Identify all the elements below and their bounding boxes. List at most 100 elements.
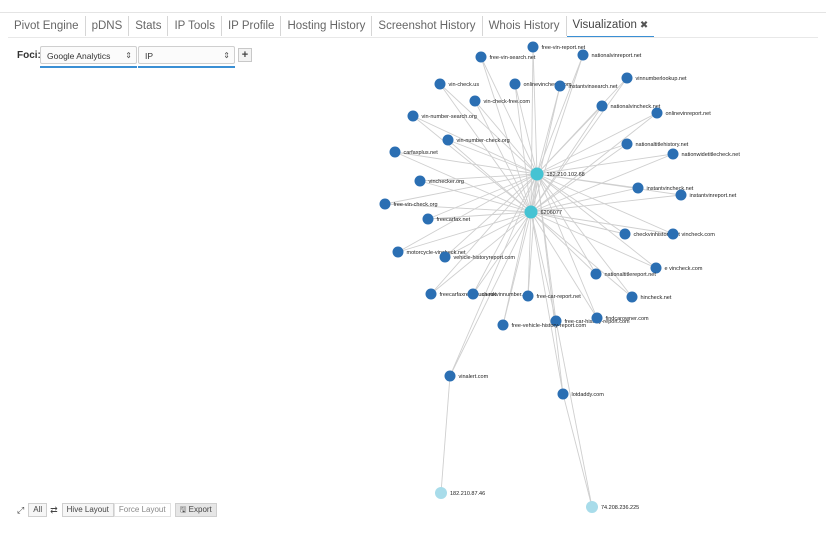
domain-node-label: findcarowner.com xyxy=(606,316,650,322)
tab-stats[interactable]: Stats xyxy=(129,16,169,36)
graph-edge xyxy=(530,211,598,319)
domain-node[interactable] xyxy=(621,72,633,84)
all-button[interactable]: All xyxy=(28,503,48,517)
hub-node[interactable] xyxy=(524,205,538,219)
domain-node[interactable] xyxy=(527,41,539,53)
domain-node[interactable] xyxy=(475,51,487,63)
domain-node[interactable] xyxy=(632,182,644,194)
export-label: Export xyxy=(188,505,212,514)
domain-node-label: lotdaddy.com xyxy=(572,392,605,398)
graph-edge xyxy=(530,112,658,213)
graph-edge xyxy=(427,173,538,220)
foci-value-value: IP xyxy=(145,51,154,61)
tab-ip-tools[interactable]: IP Tools xyxy=(168,16,222,36)
graph-edge xyxy=(480,56,538,175)
tab-pdns[interactable]: pDNS xyxy=(86,16,130,36)
domain-node[interactable] xyxy=(667,148,679,160)
ip-node[interactable] xyxy=(586,501,598,513)
domain-node[interactable] xyxy=(407,110,419,122)
force-layout-button[interactable]: Force Layout xyxy=(113,503,171,517)
domain-node[interactable] xyxy=(414,175,426,187)
domain-node[interactable] xyxy=(596,100,608,112)
graph-edge xyxy=(536,173,682,196)
graph-edge xyxy=(439,83,532,213)
graph-edge xyxy=(530,77,628,213)
domain-node-label: vin-number-search.org xyxy=(422,114,477,120)
domain-node[interactable] xyxy=(442,134,454,146)
graph-edge xyxy=(530,211,564,395)
domain-node[interactable] xyxy=(590,268,602,280)
tab-whois-history[interactable]: Whois History xyxy=(483,16,567,36)
domain-node[interactable] xyxy=(467,288,479,300)
domain-node[interactable] xyxy=(497,319,509,331)
domain-node-label: instantvincheck.net xyxy=(647,186,694,192)
domain-node[interactable] xyxy=(626,291,638,303)
graph-edge xyxy=(530,194,682,213)
domain-node[interactable] xyxy=(392,246,404,258)
graph-edge xyxy=(439,83,538,175)
domain-node[interactable] xyxy=(577,49,589,61)
domain-node[interactable] xyxy=(389,146,401,158)
graph-toolbar: ⤢ All ⇄ Hive Layout Force Layout 🖫 Expor… xyxy=(17,503,220,517)
domain-node-label: checkvinhistory.net xyxy=(634,232,681,238)
domain-node[interactable] xyxy=(621,138,633,150)
foci-type-select[interactable]: Google Analytics ⇕ xyxy=(40,46,137,64)
ip-node[interactable] xyxy=(435,487,447,499)
graph-edge xyxy=(530,211,626,235)
domain-node[interactable] xyxy=(434,78,446,90)
graph-edge xyxy=(474,100,532,213)
domain-node[interactable] xyxy=(619,228,631,240)
close-icon[interactable]: ✖ xyxy=(639,19,649,31)
tab-screenshot-history[interactable]: Screenshot History xyxy=(372,16,483,36)
domain-node[interactable] xyxy=(554,80,566,92)
swap-icon[interactable]: ⇄ xyxy=(50,504,58,515)
graph-edge xyxy=(555,320,593,508)
foci-value-select[interactable]: IP ⇕ xyxy=(138,46,235,64)
graph-edge xyxy=(527,211,532,297)
domain-node[interactable] xyxy=(591,312,603,324)
domain-node-label: vin-check-free.com xyxy=(484,99,531,105)
domain-node[interactable] xyxy=(469,95,481,107)
foci-type-underline xyxy=(40,66,137,68)
domain-node[interactable] xyxy=(651,107,663,119)
domain-node-label: nationalvinreport.net xyxy=(592,53,642,59)
domain-node[interactable] xyxy=(379,198,391,210)
domain-node-label: free-car-report.net xyxy=(537,294,582,300)
graph-edge xyxy=(397,173,538,253)
tab-pivot-engine[interactable]: Pivot Engine xyxy=(8,16,86,36)
domain-node[interactable] xyxy=(509,78,521,90)
domain-node[interactable] xyxy=(522,290,534,302)
domain-node-label: free-vin-search.net xyxy=(490,55,536,61)
graph-edge xyxy=(527,173,538,297)
tab-visualization[interactable]: Visualization✖ xyxy=(566,15,655,38)
graph-edge xyxy=(536,173,633,298)
domain-node-label: vin-check.us xyxy=(449,82,480,88)
domain-node-label: nationaltitlehistory.net xyxy=(636,142,689,148)
graph-edge xyxy=(427,211,532,220)
domain-node[interactable] xyxy=(422,213,434,225)
domain-node[interactable] xyxy=(439,251,451,263)
graph-edge xyxy=(502,173,538,326)
hive-layout-button[interactable]: Hive Layout xyxy=(61,503,114,517)
foci-value-underline xyxy=(138,66,235,68)
graph-edge xyxy=(430,173,538,295)
tab-ip-profile[interactable]: IP Profile xyxy=(222,16,282,36)
domain-node[interactable] xyxy=(425,288,437,300)
domain-node[interactable] xyxy=(557,388,569,400)
add-foci-button[interactable]: + xyxy=(238,48,252,62)
export-button[interactable]: 🖫 Export xyxy=(174,503,217,517)
domain-node-label: onlinevincheck.com xyxy=(524,82,572,88)
graph-edge xyxy=(536,112,658,175)
tab-hosting-history[interactable]: Hosting History xyxy=(281,16,373,36)
domain-node[interactable] xyxy=(650,262,662,274)
expand-icon[interactable]: ⤢ xyxy=(17,504,25,515)
tab-visualization-label: Visualization xyxy=(572,18,637,31)
hub-node[interactable] xyxy=(530,167,544,181)
graph-edge xyxy=(536,173,674,235)
domain-node[interactable] xyxy=(667,228,679,240)
domain-node-label: free-vin-report.net xyxy=(542,45,586,51)
domain-node[interactable] xyxy=(444,370,456,382)
domain-node[interactable] xyxy=(675,189,687,201)
domain-node[interactable] xyxy=(550,315,562,327)
